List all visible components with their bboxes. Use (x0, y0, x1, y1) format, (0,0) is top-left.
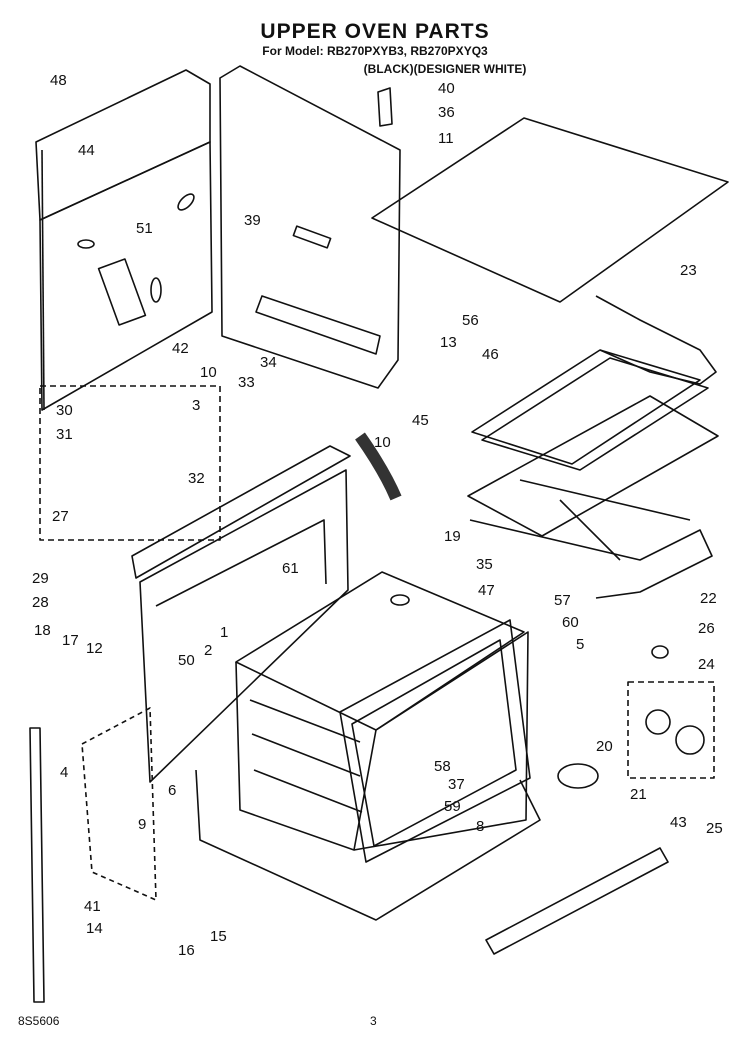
callout-37: 37 (448, 776, 465, 793)
callout-42: 42 (172, 340, 189, 357)
callout-40: 40 (438, 80, 455, 97)
callout-44: 44 (78, 142, 95, 159)
callout-21: 21 (630, 786, 647, 803)
callout-10b: 10 (374, 434, 391, 451)
callout-19: 19 (444, 528, 461, 545)
callout-35: 35 (476, 556, 493, 573)
rear-panel-part (35, 69, 213, 411)
callout-26: 26 (698, 620, 715, 637)
callout-17: 17 (62, 632, 79, 649)
oven-racks-part (467, 349, 719, 561)
callout-14: 14 (86, 920, 103, 937)
callout-6: 6 (168, 782, 177, 799)
callout-9: 9 (138, 816, 147, 833)
callout-51: 51 (136, 220, 153, 237)
callout-47: 47 (478, 582, 495, 599)
bottom-trim-part (195, 769, 541, 921)
callout-24: 24 (698, 656, 715, 673)
light-assembly-group (627, 681, 715, 779)
callout-13: 13 (440, 334, 457, 351)
callout-59: 59 (444, 798, 461, 815)
diagram-title: UPPER OVEN PARTS (260, 20, 490, 43)
callout-2: 2 (204, 642, 213, 659)
callout-28: 28 (32, 594, 49, 611)
callout-30: 30 (56, 402, 73, 419)
model-numbers: For Model: RB270PXYB3, RB270PXYQ3 (262, 44, 488, 58)
callout-45: 45 (412, 412, 429, 429)
door-hinge-part (81, 707, 157, 901)
side-panel-part (219, 65, 401, 389)
callout-61: 61 (282, 560, 299, 577)
bake-element-part (595, 295, 717, 385)
callout-25: 25 (706, 820, 723, 837)
callout-15: 15 (210, 928, 227, 945)
callout-18: 18 (34, 622, 51, 639)
callout-10: 10 (200, 364, 217, 381)
callout-23: 23 (680, 262, 697, 279)
callout-8: 8 (476, 818, 485, 835)
callout-58: 58 (434, 758, 451, 775)
callout-4: 4 (60, 764, 69, 781)
callout-43: 43 (670, 814, 687, 831)
callout-12: 12 (86, 640, 103, 657)
top-insulation-part (371, 117, 729, 303)
color-variants: (BLACK)(DESIGNER WHITE) (363, 62, 527, 76)
vent-trim-part (485, 847, 669, 955)
front-frame-part (131, 445, 351, 783)
callout-1: 1 (220, 624, 229, 641)
callout-46: 46 (482, 346, 499, 363)
callout-11: 11 (438, 130, 454, 147)
callout-33: 33 (238, 374, 255, 391)
oven-cavity-part (235, 571, 531, 863)
callout-29: 29 (32, 570, 49, 587)
callout-48: 48 (50, 72, 67, 89)
callout-32: 32 (188, 470, 205, 487)
door-seal-part (29, 727, 45, 1003)
callout-60: 60 (562, 614, 579, 631)
callout-50: 50 (178, 652, 195, 669)
broil-element-part (469, 519, 713, 599)
dashed-component-group (39, 385, 221, 541)
page-number: 3 (370, 1014, 377, 1028)
callout-16: 16 (178, 942, 195, 959)
callout-39: 39 (244, 212, 261, 229)
callout-22: 22 (700, 590, 717, 607)
callout-20: 20 (596, 738, 613, 755)
callout-27: 27 (52, 508, 69, 525)
callout-31: 31 (56, 426, 73, 443)
callout-57: 57 (554, 592, 571, 609)
callout-56: 56 (462, 312, 479, 329)
document-number: 8S5606 (18, 1014, 60, 1028)
callout-36: 36 (438, 104, 455, 121)
callout-5: 5 (576, 636, 585, 653)
callout-3: 3 (192, 397, 201, 414)
callout-41: 41 (84, 898, 101, 915)
callout-34: 34 (260, 354, 277, 371)
